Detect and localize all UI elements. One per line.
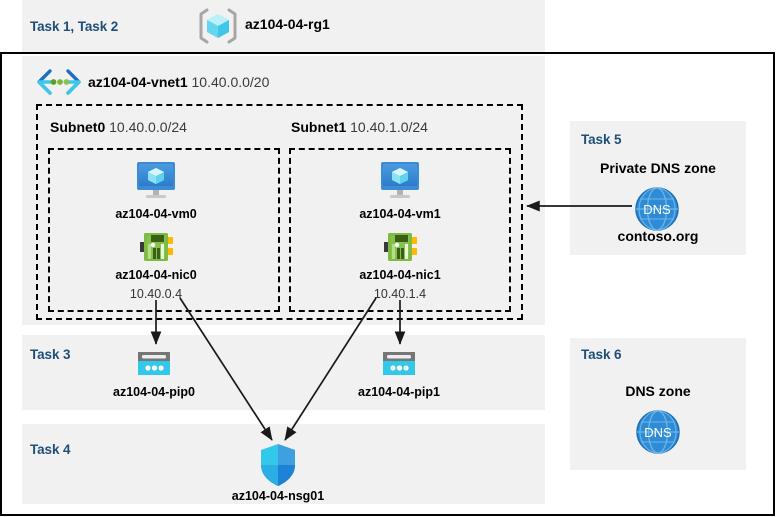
- task-label-4: Task 4: [30, 442, 71, 457]
- virtual-network-icon: [36, 68, 82, 96]
- network-interface-icon: [384, 231, 417, 263]
- resource-group-header-band: [22, 0, 545, 52]
- pip0-label: az104-04-pip0: [113, 385, 195, 399]
- nic0-label: az104-04-nic0: [115, 268, 197, 282]
- nic1-private-ip: 10.40.1.4: [373, 287, 427, 301]
- resource-group-name: az104-04-rg1: [245, 16, 330, 32]
- public-ip-region: [22, 335, 545, 410]
- virtual-machine-icon: [378, 160, 422, 200]
- vm0-label: az104-04-vm0: [115, 207, 197, 221]
- nic0-private-ip: 10.40.0.4: [129, 287, 183, 301]
- task-label-3: Task 3: [30, 347, 71, 362]
- task-label-5: Task 5: [581, 132, 622, 147]
- task-label-6: Task 6: [581, 347, 622, 362]
- svg-text:DNS: DNS: [643, 202, 671, 217]
- subnet0-address-prefix: 10.40.0.0/24: [109, 119, 187, 135]
- dns-zone-icon: DNS: [633, 185, 681, 233]
- network-interface-icon: [140, 231, 173, 263]
- dns-zone-icon: DNS: [634, 408, 682, 456]
- private-dns-heading: Private DNS zone: [600, 160, 716, 176]
- virtual-machine-icon: [134, 160, 178, 200]
- subnet0-name: Subnet0: [50, 119, 106, 135]
- nic1-label: az104-04-nic1: [359, 268, 441, 282]
- private-dns-zone-name: contoso.org: [617, 228, 699, 244]
- public-dns-heading: DNS zone: [625, 383, 691, 399]
- svg-text:DNS: DNS: [644, 425, 672, 440]
- vnet-title: az104-04-vnet1 10.40.0.0/20: [88, 74, 269, 90]
- subnet1-name: Subnet1: [291, 119, 347, 135]
- subnet1-title: Subnet1 10.40.1.0/24: [291, 119, 428, 135]
- vnet-name: az104-04-vnet1: [88, 74, 188, 90]
- resource-group-icon: [198, 7, 238, 45]
- vm1-label: az104-04-vm1: [359, 207, 441, 221]
- vnet-region: [22, 56, 545, 325]
- network-security-group-icon: [259, 443, 297, 487]
- subnet0-boundary: [48, 148, 280, 312]
- public-ip-address-icon: [135, 350, 173, 380]
- vnet-dashed-boundary: [36, 104, 523, 320]
- nsg-label: az104-04-nsg01: [231, 489, 325, 503]
- subnet1-address-prefix: 10.40.1.0/24: [350, 119, 428, 135]
- vnet-address-space: 10.40.0.0/20: [191, 74, 270, 90]
- task-label-1-2: Task 1, Task 2: [30, 19, 119, 34]
- subnet0-title: Subnet0 10.40.0.0/24: [50, 119, 187, 135]
- resource-group-name-text: az104-04-rg1: [245, 16, 330, 32]
- pip1-label: az104-04-pip1: [358, 385, 440, 399]
- public-ip-address-icon: [380, 350, 418, 380]
